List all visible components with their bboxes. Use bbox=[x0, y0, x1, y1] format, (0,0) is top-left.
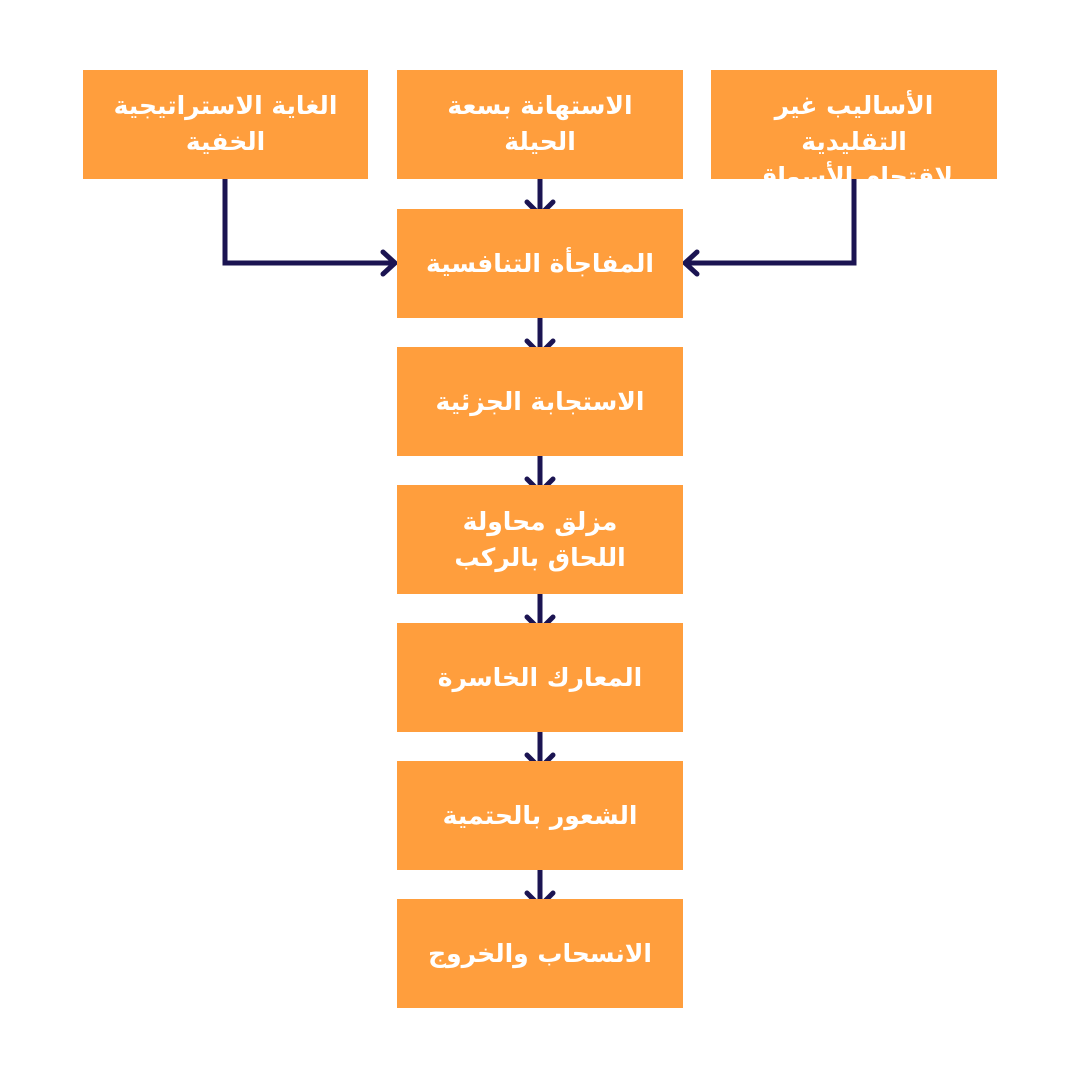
node-losing-battles: المعارك الخاسرة bbox=[397, 623, 683, 732]
node-label: الاستجابة الجزئية bbox=[436, 384, 645, 420]
node-label: الغاية الاستراتيجية الخفية bbox=[114, 88, 338, 159]
node-label-line-2: الخفية bbox=[185, 126, 266, 156]
node-label-line-1: الشعور بالحتمية bbox=[442, 800, 638, 830]
node-withdrawal-and-exit: الانسحاب والخروج bbox=[397, 899, 683, 1008]
node-sense-of-inevitability: الشعور بالحتمية bbox=[397, 761, 683, 870]
node-underestimating-trick: الاستهانة بسعة الحيلة bbox=[397, 70, 683, 179]
node-label-line-1: الأساليب غير التقليدية bbox=[774, 91, 934, 156]
node-label-line-1: الغاية الاستراتيجية bbox=[113, 91, 338, 120]
connector-hidden-goal-to-surprise bbox=[222, 179, 395, 266]
node-unconventional-methods: الأساليب غير التقليدية لاقتحام الأسواق bbox=[711, 70, 997, 191]
node-label-line-2: الحيلة bbox=[504, 126, 576, 156]
node-hidden-strategic-goal: الغاية الاستراتيجية الخفية bbox=[83, 70, 368, 179]
node-label-line-1: الانسحاب والخروج bbox=[428, 938, 652, 968]
node-label: المفاجأة التنافسية bbox=[426, 246, 654, 282]
node-label-line-1: المفاجأة التنافسية bbox=[426, 248, 654, 278]
node-label: المعارك الخاسرة bbox=[438, 660, 642, 696]
node-partial-response: الاستجابة الجزئية bbox=[397, 347, 683, 456]
node-competitive-surprise: المفاجأة التنافسية bbox=[397, 209, 683, 318]
node-label-line-1: المعارك الخاسرة bbox=[437, 662, 643, 692]
arrowhead-from-right bbox=[682, 249, 700, 277]
node-label: الانسحاب والخروج bbox=[428, 936, 652, 972]
node-label-line-1: الاستهانة بسعة bbox=[447, 91, 633, 120]
node-label: الأساليب غير التقليدية لاقتحام الأسواق bbox=[721, 88, 987, 195]
arrowhead-from-left bbox=[380, 249, 398, 277]
node-catch-up-trap: مزلق محاولة اللحاق بالركب bbox=[397, 485, 683, 594]
node-label-line-1: الاستجابة الجزئية bbox=[435, 386, 645, 416]
node-label: مزلق محاولة اللحاق بالركب bbox=[454, 504, 625, 575]
node-label-line-2: لاقتحام الأسواق bbox=[755, 162, 953, 191]
node-label-line-1: مزلق محاولة bbox=[462, 507, 618, 536]
node-label: الاستهانة بسعة الحيلة bbox=[447, 88, 632, 159]
node-label: الشعور بالحتمية bbox=[443, 798, 638, 834]
node-label-line-2: اللحاق بالركب bbox=[454, 542, 626, 572]
